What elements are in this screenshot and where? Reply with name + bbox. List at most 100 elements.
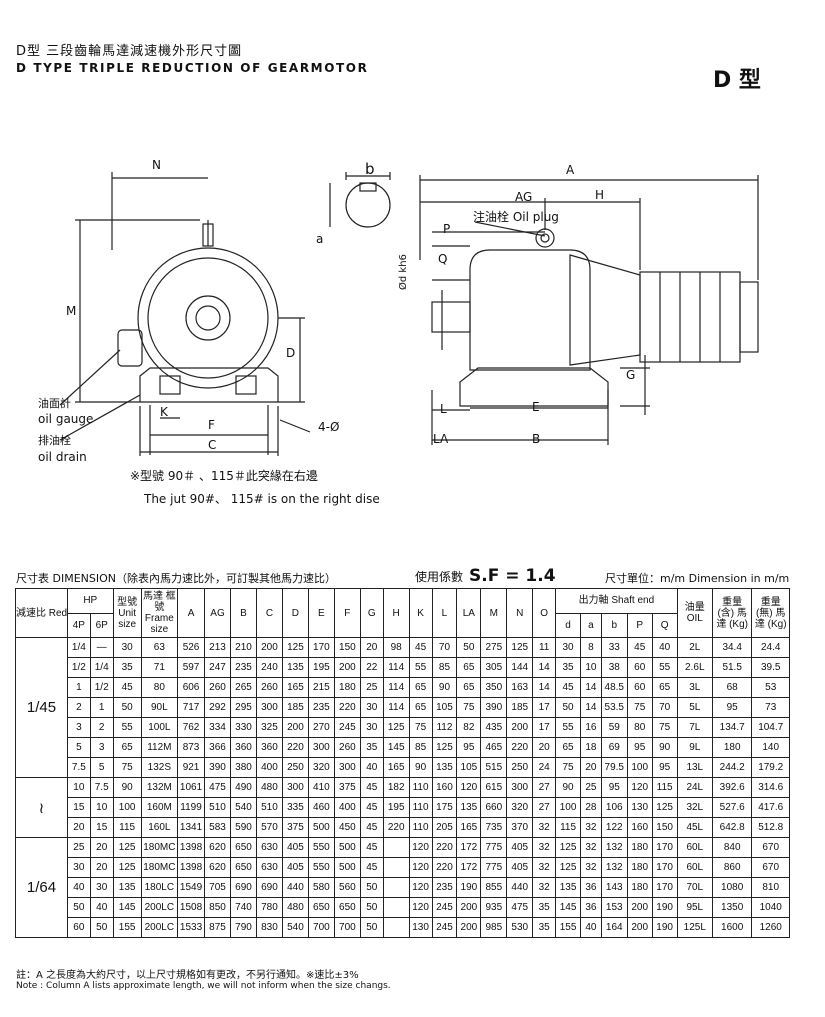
header-6p: 6P [89, 612, 114, 638]
table-cell: 132 [600, 837, 628, 858]
table-cell: 51.5 [711, 657, 753, 678]
dim-label-e: E [532, 400, 540, 414]
header-g: G [359, 588, 384, 638]
table-cell: 105 [431, 697, 458, 718]
table-cell: 200 [456, 897, 482, 918]
table-cell: 112 [431, 717, 458, 738]
oil-gauge-label-cn: 油面計 [38, 397, 71, 410]
table-cell: 90 [408, 757, 433, 778]
table-cell: 190 [456, 877, 482, 898]
table-cell: 295 [230, 697, 257, 718]
table-cell: 1 [66, 677, 91, 698]
table-cell: 164 [600, 917, 628, 938]
table-cell: 50 [89, 917, 114, 938]
table-cell: 71 [140, 657, 179, 678]
table-cell: 690 [255, 877, 283, 898]
table-cell: 735 [480, 817, 508, 838]
dim-label-c: C [208, 438, 217, 452]
table-cell: 8 [580, 637, 602, 658]
table-cell: 130 [408, 917, 433, 938]
table-cell: 1199 [177, 797, 206, 818]
table-cell: 275 [480, 637, 508, 658]
table-cell: 405 [281, 857, 309, 878]
dimension-table: 減速比 Reduction Ratio HP 型號 Unit size 馬達 框… [15, 588, 790, 938]
table-cell: 165 [382, 757, 410, 778]
table-cell: 180 [333, 677, 361, 698]
table-cell: 90 [431, 677, 458, 698]
table-cell: 35 [532, 917, 557, 938]
table-cell: 145 [382, 737, 410, 758]
table-cell: 180 [626, 877, 653, 898]
table-cell: 215 [307, 677, 335, 698]
header-f: F [333, 588, 361, 638]
header-b: B [230, 588, 257, 638]
table-cell: 762 [177, 717, 206, 738]
title-english: D TYPE TRIPLE REDUCTION OF GEARMOTOR [16, 61, 369, 75]
table-cell: 305 [480, 657, 508, 678]
table-cell: 5L [676, 697, 713, 718]
table-cell: 25 [580, 777, 602, 798]
table-cell: 775 [480, 837, 508, 858]
table-cell: 700 [333, 917, 361, 938]
table-cell: 1/4 [66, 637, 91, 658]
header-h: H [382, 588, 410, 638]
table-cell: 270 [307, 717, 335, 738]
table-cell: 7L [676, 717, 713, 738]
table-cell: 370 [506, 817, 534, 838]
table-cell: 240 [255, 657, 283, 678]
table-cell: 40 [89, 897, 114, 918]
table-cell: 45 [626, 637, 653, 658]
table-cell: 660 [480, 797, 508, 818]
table-cell: 45L [676, 817, 713, 838]
table-cell: 11 [532, 637, 557, 658]
table-cell: — [89, 637, 114, 658]
table-cell: 59 [600, 717, 628, 738]
table-cell: 650 [230, 837, 257, 858]
table-cell: 210 [230, 637, 257, 658]
table-cell: 220 [506, 737, 534, 758]
dim-label-shaft-dia: Ød kh6 [398, 254, 409, 290]
table-cell: 65 [456, 657, 482, 678]
table-cell: 580 [307, 877, 335, 898]
table-cell: 1260 [751, 917, 790, 938]
table-cell: 705 [204, 877, 231, 898]
table-cell: 36 [580, 897, 602, 918]
dim-label-l: L [440, 402, 447, 416]
table-cell: 417.6 [751, 797, 790, 818]
table-cell: 180LC [140, 877, 179, 898]
table-cell: 24L [676, 777, 713, 798]
table-cell: 16 [580, 717, 602, 738]
header-shaft-b: b [600, 612, 628, 638]
header-a: A [177, 588, 206, 638]
gearmotor-drawing [59, 172, 759, 456]
table-cell: 125 [112, 857, 142, 878]
table-cell: 490 [230, 777, 257, 798]
table-cell: 3L [676, 677, 713, 698]
table-cell: 350 [480, 677, 508, 698]
table-cell: 375 [333, 777, 361, 798]
table-cell: 860 [711, 857, 753, 878]
table-cell: 180 [711, 737, 753, 758]
header-k: K [408, 588, 433, 638]
table-cell: 2L [676, 637, 713, 658]
table-cell: 615 [480, 777, 508, 798]
footnote-english: Note : Column A lists approximate length… [16, 981, 391, 991]
table-cell: 75 [555, 757, 582, 778]
table-cell: 55 [408, 657, 433, 678]
header-shaft-q: Q [651, 612, 678, 638]
table-cell: 175 [431, 797, 458, 818]
table-cell: 597 [177, 657, 206, 678]
table-cell: 100L [140, 717, 179, 738]
table-cell: 70 [651, 697, 678, 718]
header-shaft-d: d [555, 612, 582, 638]
header-n: N [506, 588, 534, 638]
table-cell: 110 [408, 777, 433, 798]
table-cell: 45 [359, 817, 384, 838]
table-cell: 50 [456, 637, 482, 658]
table-cell: 50 [555, 697, 582, 718]
table-cell: 400 [255, 757, 283, 778]
